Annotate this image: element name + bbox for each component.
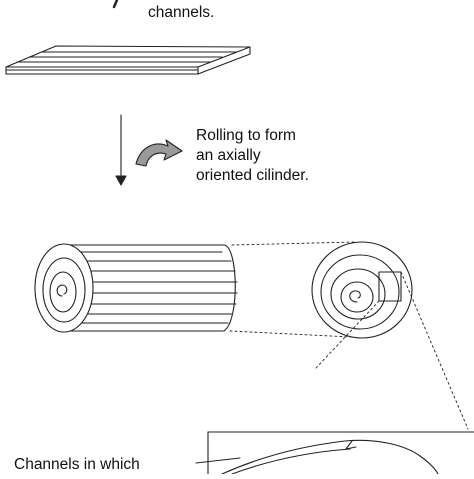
caption-rolling-line: an axially: [196, 147, 261, 164]
caption-rolling-line: oriented cilinder.: [196, 167, 309, 184]
caption-channels-in-which: Channels in which: [14, 456, 140, 473]
caption-channels: channels.: [148, 4, 215, 21]
magnified-detail: [195, 431, 474, 475]
down-arrow: [115, 114, 127, 186]
caption-rolling-line: Rolling to form: [196, 127, 296, 144]
detail-box: [378, 271, 402, 302]
projection-lines: [229, 241, 469, 430]
rolled-cylinder: [34, 243, 238, 333]
cropped-mark: [112, 0, 119, 9]
caption-rolling: Rolling to form an axially oriented cili…: [196, 126, 309, 186]
rolling-arrow-icon: [135, 139, 183, 167]
cylinder-end-view: [311, 241, 413, 339]
flat-channel-plate: [5, 45, 251, 75]
